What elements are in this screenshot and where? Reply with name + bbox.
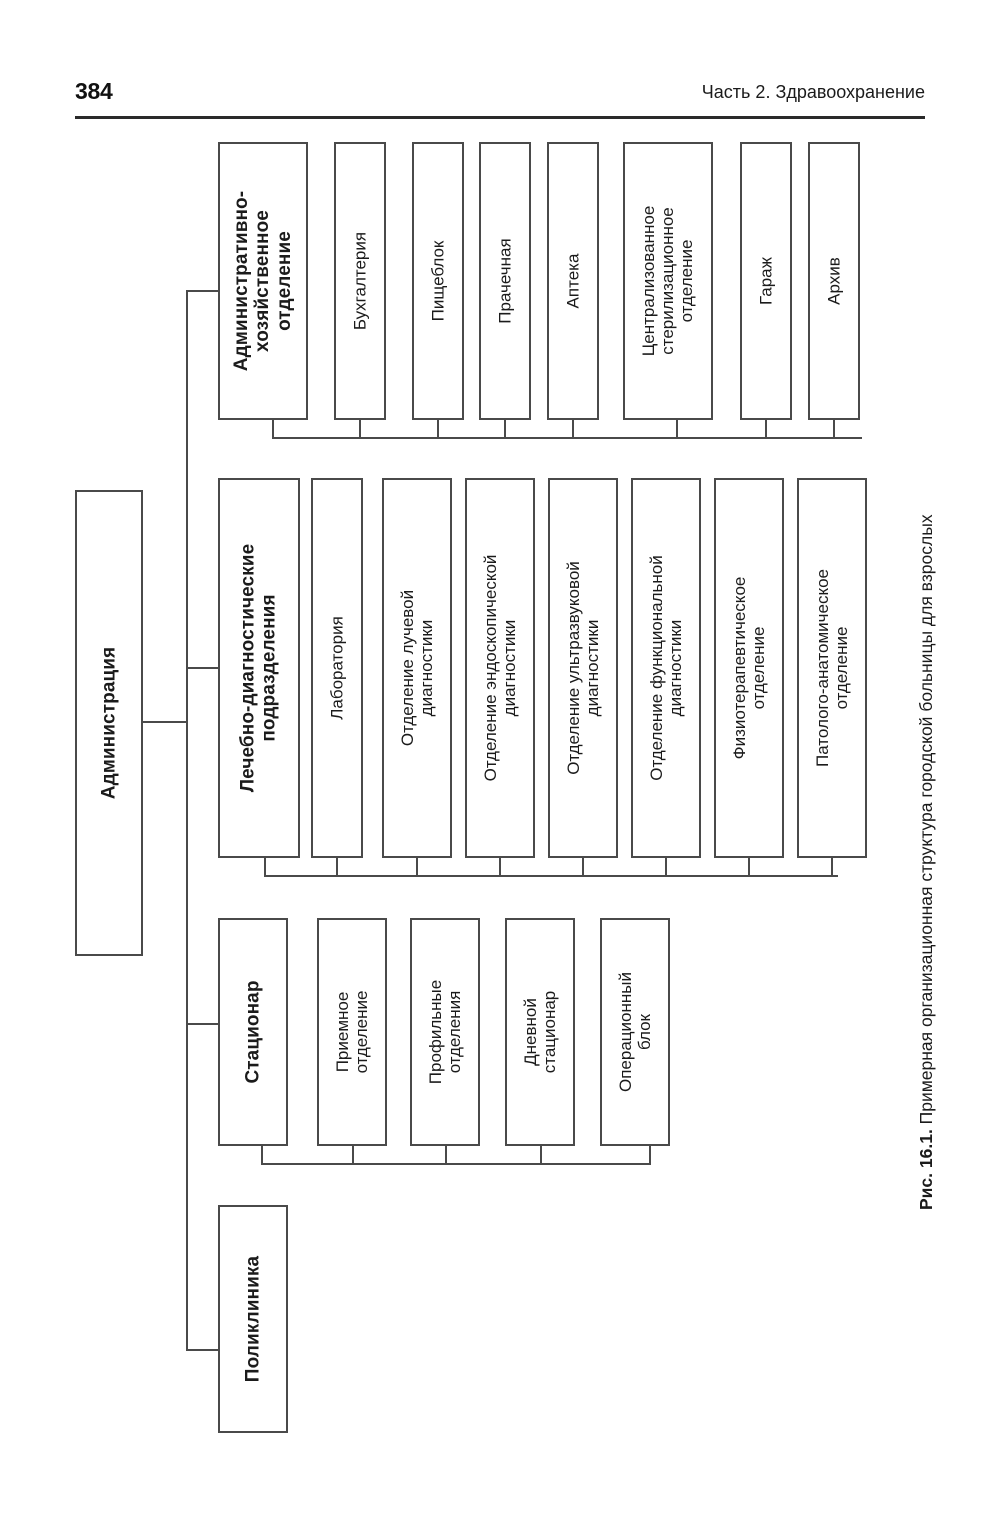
node-aho: Административно- хозяйственное отделение	[218, 142, 308, 420]
connector-drop-prachechnaya	[504, 420, 506, 439]
node-prachechnaya: Прачечная	[479, 142, 531, 420]
node-stacionar: Стационар	[218, 918, 288, 1146]
connector-drop-cso	[676, 420, 678, 439]
node-label: Прачечная	[495, 238, 515, 324]
connector-drop-patologo-anatomicheskoe	[831, 858, 833, 877]
node-label: Дневной стационар	[520, 990, 559, 1074]
connector-bus-riser-aho	[272, 420, 274, 439]
node-label: Патолого-анатомическое отделение	[812, 569, 851, 767]
page-header: 384 Часть 2. Здравоохранение	[75, 78, 925, 118]
node-label: Гараж	[756, 257, 776, 305]
node-label: Профильные отделения	[425, 979, 464, 1085]
node-label: Отделение эндоскопической диагностики	[480, 554, 519, 782]
node-label: Физиотерапевтическое отделение	[729, 576, 768, 760]
connector-bus-riser-ldp	[264, 858, 266, 877]
node-priemnoe-otdelenie: Приемное отделение	[317, 918, 387, 1146]
header-rule	[75, 116, 925, 119]
connector-branch-stub-3	[186, 1023, 220, 1025]
figure-caption-text: Примерная организационная структура горо…	[916, 514, 936, 1125]
node-apteka: Аптека	[547, 142, 599, 420]
node-arhiv: Архив	[808, 142, 860, 420]
connector-bus-ldp	[264, 875, 838, 877]
node-garazh: Гараж	[740, 142, 792, 420]
connector-bus-aho	[272, 437, 862, 439]
node-poliklinika: Поликлиника	[218, 1205, 288, 1433]
node-patologo-anatomicheskoe: Патолого-анатомическое отделение	[797, 478, 867, 858]
node-label: Административно- хозяйственное отделение	[230, 190, 295, 372]
node-fizioterapevticheskoe: Физиотерапевтическое отделение	[714, 478, 784, 858]
connector-drop-funkcionalnaya-diagnostika	[665, 858, 667, 877]
node-label: Отделение лучевой диагностики	[397, 589, 436, 747]
connector-drop-ultrazvukovaya-diagnostika	[582, 858, 584, 877]
node-funkcionalnaya-diagnostika: Отделение функциональной диагностики	[631, 478, 701, 858]
node-luchevaya-diagnostika: Отделение лучевой диагностики	[382, 478, 452, 858]
node-pishcheblok: Пищеблок	[412, 142, 464, 420]
node-dnevnoy-stacionar: Дневной стационар	[505, 918, 575, 1146]
node-label: Пищеблок	[428, 240, 448, 322]
connector-drop-fizioterapevticheskoe	[748, 858, 750, 877]
node-label: Отделение функциональной диагностики	[646, 555, 685, 781]
connector-drop-pishcheblok	[437, 420, 439, 439]
node-ldp: Лечебно-диагностические подразделения	[218, 478, 300, 858]
connector-drop-apteka	[572, 420, 574, 439]
connector-drop-profilnye-otdeleniya	[445, 1146, 447, 1165]
node-laboratoriya: Лаборатория	[311, 478, 363, 858]
connector-drop-laboratoriya	[336, 858, 338, 877]
connector-drop-arhiv	[833, 420, 835, 439]
connector-drop-garazh	[765, 420, 767, 439]
node-cso: Централизованное стерилизационное отделе…	[623, 142, 713, 420]
connector-bus-stacionar	[261, 1163, 651, 1165]
node-label: Операционный блок	[615, 972, 654, 1092]
node-label: Лаборатория	[327, 616, 347, 720]
node-operacionnyy-blok: Операционный блок	[600, 918, 670, 1146]
node-label: Архив	[824, 257, 844, 305]
connector-spine	[186, 290, 188, 1350]
node-label: Централизованное стерилизационное отделе…	[639, 205, 697, 357]
figure-caption: Рис. 16.1. Примерная организационная стр…	[916, 310, 937, 1210]
node-ultrazvukovaya-diagnostika: Отделение ультразвуковой диагностики	[548, 478, 618, 858]
connector-bus-riser-stacionar	[261, 1146, 263, 1165]
connector-drop-endoskopicheskaya-diagnostika	[499, 858, 501, 877]
connector-branch-stub-2	[186, 667, 225, 669]
node-label: Поликлиника	[242, 1255, 264, 1383]
connector-branch-stub-1	[186, 290, 225, 292]
page-number: 384	[75, 78, 113, 104]
running-head-title: Часть 2. Здравоохранение	[701, 82, 925, 102]
node-administraciya: Администрация	[75, 490, 143, 956]
connector-drop-operacionnyy-blok	[649, 1146, 651, 1165]
connector-drop-luchevaya-diagnostika	[416, 858, 418, 877]
figure-caption-number: Рис. 16.1.	[916, 1129, 936, 1210]
connector-drop-dnevnoy-stacionar	[540, 1146, 542, 1165]
connector-drop-priemnoe-otdelenie	[352, 1146, 354, 1165]
node-label: Лечебно-диагностические подразделения	[237, 543, 280, 793]
connector-root-stub	[143, 721, 188, 723]
node-label: Бухгалтерия	[350, 231, 370, 331]
connector-drop-buhgalteriya	[359, 420, 361, 439]
node-label: Отделение ультразвуковой диагностики	[563, 561, 602, 775]
node-label: Администрация	[98, 646, 120, 800]
node-buhgalteriya: Бухгалтерия	[334, 142, 386, 420]
node-endoskopicheskaya-diagnostika: Отделение эндоскопической диагностики	[465, 478, 535, 858]
connector-branch-stub-4	[186, 1349, 220, 1351]
node-label: Аптека	[563, 253, 583, 309]
node-label: Приемное отделение	[332, 990, 371, 1074]
node-label: Стационар	[242, 980, 264, 1084]
node-profilnye-otdeleniya: Профильные отделения	[410, 918, 480, 1146]
